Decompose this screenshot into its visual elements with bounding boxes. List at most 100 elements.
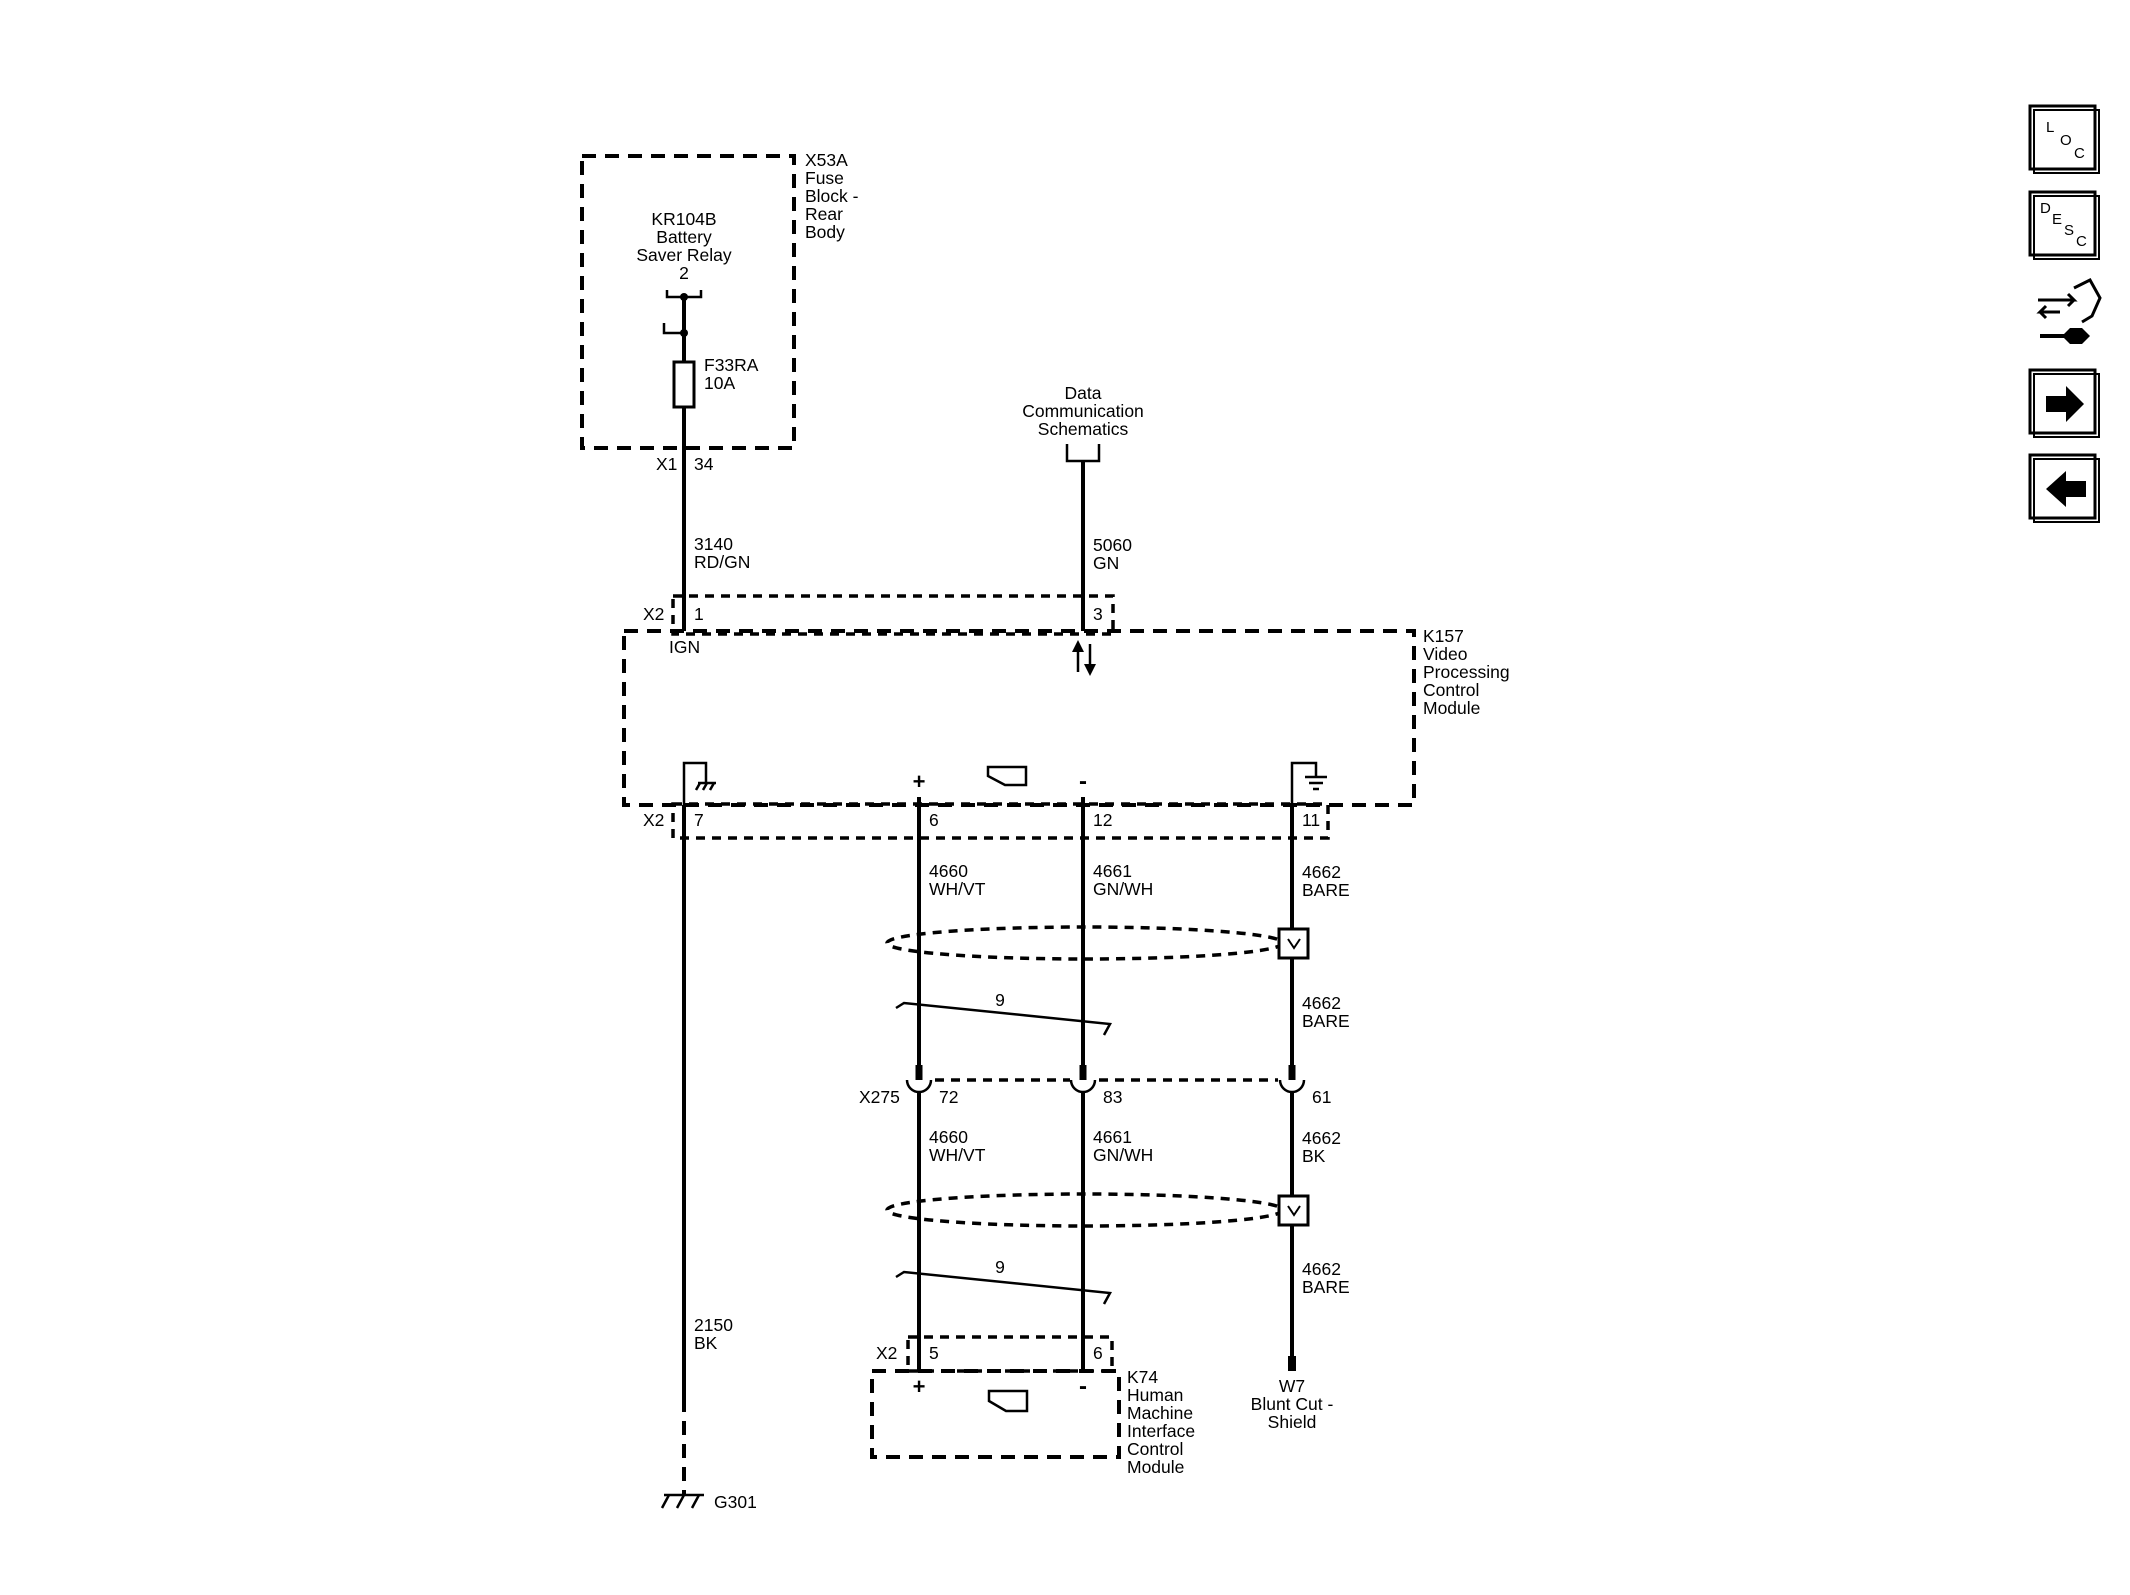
twist-2-count: 9	[995, 1257, 1005, 1277]
k157-bottom-connector-label: X2	[643, 810, 664, 830]
w7-label-2: Blunt Cut -	[1251, 1394, 1334, 1414]
cable-shield-1	[885, 925, 1310, 961]
data-comm-label-3: Schematics	[1038, 419, 1129, 439]
desc-button[interactable]: D E S C	[2028, 190, 2100, 260]
x275-label: X275	[859, 1087, 900, 1107]
wire-4661-b-color: GN/WH	[1093, 1145, 1153, 1165]
k74-pin-6: 6	[1093, 1343, 1103, 1363]
k157-name-4: Control	[1423, 680, 1479, 700]
back-arrow-button[interactable]	[2028, 453, 2100, 523]
navigation-panel: L O C D E S C	[2028, 104, 2102, 523]
x275-pin-61: 61	[1312, 1087, 1331, 1107]
k74-name-6: Module	[1127, 1457, 1184, 1477]
relay-contact-icon	[662, 290, 703, 337]
shield-drain-icon-2	[1277, 1194, 1310, 1227]
k74-module-border	[870, 1369, 1121, 1459]
wire-4662-b-number: 4662	[1302, 993, 1341, 1013]
connector-x1-pin: 34	[694, 454, 714, 474]
k74-pin-5: 5	[929, 1343, 939, 1363]
k157-plus-sign: +	[913, 769, 926, 794]
k157-name-1: K157	[1423, 626, 1464, 646]
k74-camera-icon	[987, 1389, 1029, 1413]
fuse-icon	[672, 360, 696, 409]
k74-minus-sign: -	[1079, 1373, 1087, 1400]
k157-name-3: Processing	[1423, 662, 1510, 682]
wire-4662-c-number: 4662	[1302, 1128, 1341, 1148]
k74-name-1: K74	[1127, 1367, 1158, 1387]
wire-4662-d-number: 4662	[1302, 1259, 1341, 1279]
loc-button[interactable]: L O C	[2028, 104, 2100, 174]
x275-pin-83: 83	[1103, 1087, 1122, 1107]
x275-pin-72: 72	[939, 1087, 958, 1107]
k157-pin-1: 1	[694, 604, 704, 624]
w7-label-1: W7	[1279, 1376, 1305, 1396]
desc-letter-s: S	[2064, 222, 2074, 239]
data-comm-bracket-icon	[1065, 444, 1101, 463]
k157-top-connector-border	[671, 594, 1115, 636]
wire-3140-number: 3140	[694, 534, 733, 554]
wire-4661-a-color: GN/WH	[1093, 879, 1153, 899]
k157-pin-7: 7	[694, 810, 704, 830]
twist-1-count: 9	[995, 990, 1005, 1010]
wire-4660-a-color: WH/VT	[929, 879, 986, 899]
loc-letter-o: O	[2060, 132, 2072, 149]
twisted-pair-1	[895, 1001, 1112, 1036]
relay-label-2: Battery	[656, 227, 712, 247]
k157-top-connector-label: X2	[643, 604, 664, 624]
wire-4662-a-number: 4662	[1302, 862, 1341, 882]
back-arrow-icon	[2046, 471, 2086, 507]
desc-letter-c: C	[2076, 233, 2087, 250]
k74-module: X2 5 6 + - K74 Human Machine Interface C…	[870, 1335, 1195, 1477]
twisted-pair-2	[895, 1270, 1112, 1305]
chassis-ground-icon	[682, 761, 716, 805]
k157-minus-sign: -	[1079, 768, 1087, 795]
cable-shield-2	[885, 1192, 1310, 1228]
loc-letter-l: L	[2046, 119, 2054, 136]
forward-arrow-button[interactable]	[2028, 368, 2100, 438]
desc-letter-d: D	[2040, 200, 2051, 217]
fuse-block-name-2: Block -	[805, 186, 859, 206]
relay-label-3: Saver Relay	[636, 245, 732, 265]
wire-4662-c-color: BK	[1302, 1146, 1326, 1166]
wire-4660-a-number: 4660	[929, 861, 968, 881]
loc-letter-c: C	[2074, 145, 2085, 162]
k74-name-5: Control	[1127, 1439, 1183, 1459]
wire-2150-number: 2150	[694, 1315, 733, 1335]
k74-connector-label: X2	[876, 1343, 897, 1363]
k157-bottom-connector-border	[671, 802, 1330, 840]
wire-4661-a-number: 4661	[1093, 861, 1132, 881]
wire-2150-color: BK	[694, 1333, 718, 1353]
k157-name-5: Module	[1423, 698, 1480, 718]
fuse-block-name-3: Rear	[805, 204, 843, 224]
wire-4660-b-number: 4660	[929, 1127, 968, 1147]
w7-label-3: Shield	[1268, 1412, 1317, 1432]
fuse-label-1: F33RA	[704, 355, 759, 375]
connector-x1-label: X1	[656, 454, 677, 474]
wire-4660-b-color: WH/VT	[929, 1145, 986, 1165]
fuse-block-ref: X53A	[805, 150, 848, 170]
relay-label-1: KR104B	[651, 209, 716, 229]
k157-pin-6: 6	[929, 810, 939, 830]
connector-repair-icon[interactable]	[2036, 278, 2102, 344]
bidirectional-data-icon	[1072, 640, 1096, 676]
k74-name-3: Machine	[1127, 1403, 1193, 1423]
k157-pin-3: 3	[1093, 604, 1103, 624]
k74-plus-sign: +	[913, 1374, 926, 1399]
data-comm-label-2: Communication	[1022, 401, 1144, 421]
wire-5060-number: 5060	[1093, 535, 1132, 555]
fuse-block-x53a: X53A Fuse Block - Rear Body KR104B Batte…	[580, 150, 859, 474]
desc-letter-e: E	[2052, 211, 2062, 228]
k157-pin-12: 12	[1093, 810, 1112, 830]
ground-g301: G301	[660, 1492, 757, 1512]
wire-4662-a-color: BARE	[1302, 880, 1350, 900]
ground-g301-label: G301	[714, 1492, 757, 1512]
k74-name-2: Human	[1127, 1385, 1183, 1405]
k157-ign-label: IGN	[669, 637, 700, 657]
fuse-block-name-4: Body	[805, 222, 845, 242]
wire-3140-color: RD/GN	[694, 552, 750, 572]
blunt-cut-shield-w7: W7 Blunt Cut - Shield	[1251, 1356, 1334, 1432]
shield-drain-icon	[1277, 927, 1310, 960]
inline-connector-x275: X275 72 83 61	[859, 1065, 1331, 1107]
fuse-label-2: 10A	[704, 373, 735, 393]
